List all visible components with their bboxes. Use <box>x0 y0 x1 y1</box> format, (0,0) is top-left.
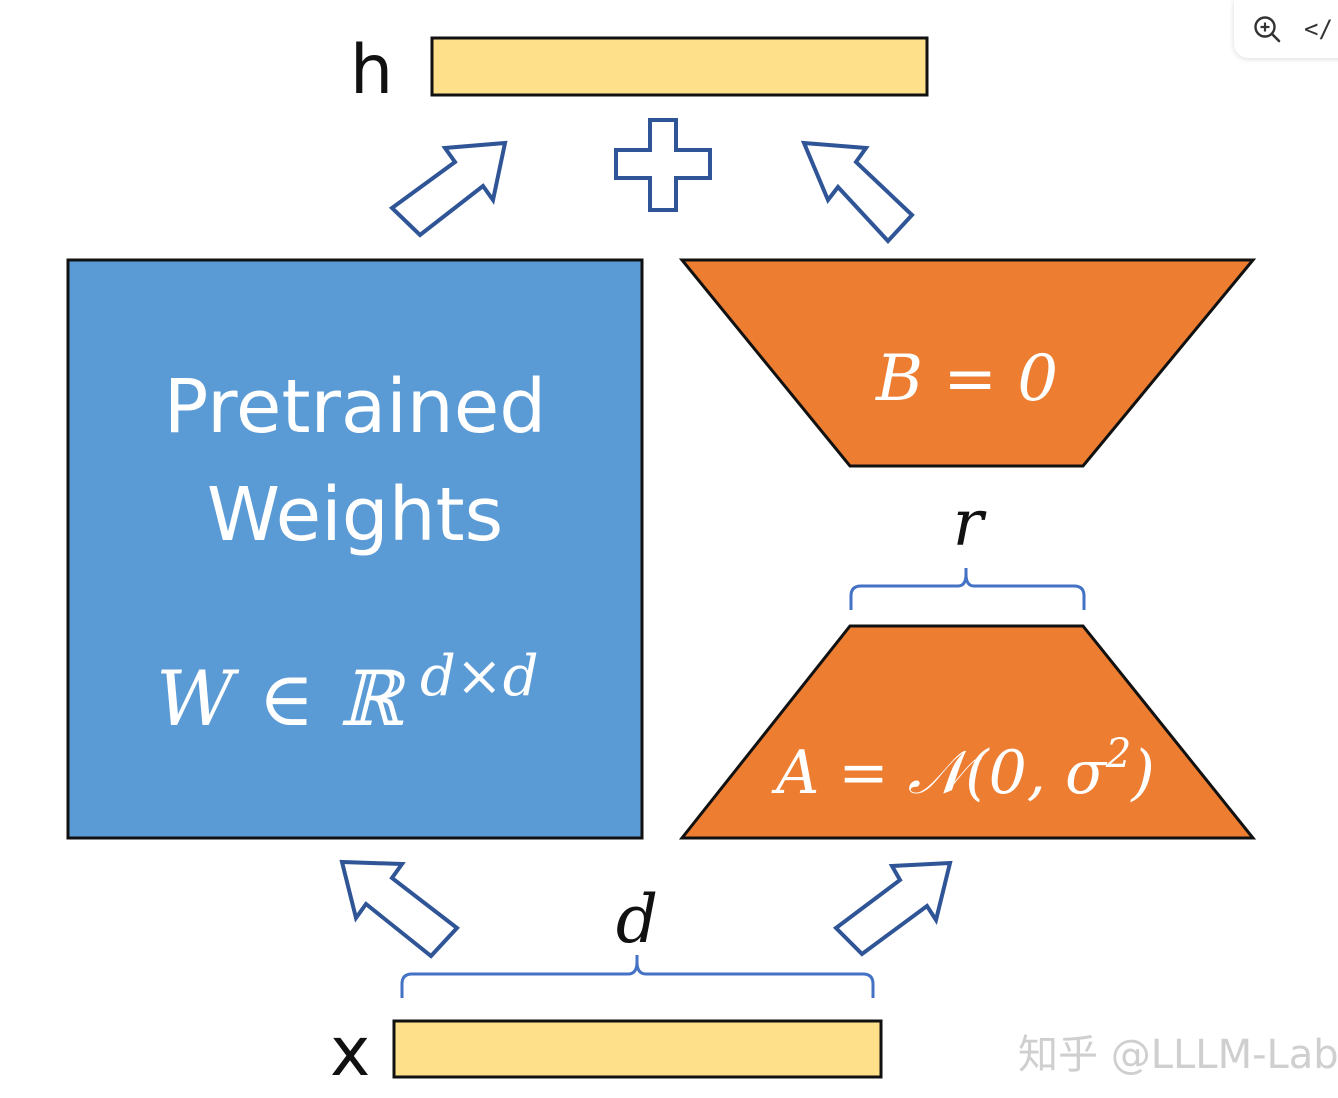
dimension-d-label: d <box>616 881 658 958</box>
matrix-b-block <box>678 258 1257 468</box>
matrix-a-label-close: ) <box>1129 738 1154 808</box>
pretrained-line1: Pretrained <box>164 364 546 450</box>
arrow-up-right-icon <box>388 140 508 238</box>
pretrained-weights-block <box>66 258 644 840</box>
arrow-up-right-icon <box>832 860 953 957</box>
watermark-text: 知乎 @LLLM-Lab <box>1018 1032 1338 1078</box>
matrix-b-label: B = 0 <box>875 342 1058 416</box>
rank-r-label: r <box>953 487 987 561</box>
output-vector-bar <box>430 36 929 97</box>
matrix-a-label: A = 𝒩(0, σ2) <box>771 731 1155 808</box>
pretrained-formula: W ∈ ℝ <box>156 654 407 743</box>
input-vector-bar <box>392 1019 883 1079</box>
image-toolbar: </ <box>1234 0 1338 58</box>
arrow-up-left-icon <box>339 859 460 959</box>
arrow-up-left-icon <box>800 140 915 244</box>
zoom-in-icon <box>1254 16 1281 43</box>
zoom-in-button[interactable] <box>1252 14 1282 44</box>
pretrained-formula-superscript: d×d <box>420 644 539 709</box>
code-icon: </ <box>1304 15 1333 43</box>
pretrained-line2: Weights <box>207 472 503 558</box>
input-label: x <box>330 1013 370 1092</box>
matrix-a-label-main: A = 𝒩(0, σ <box>771 738 1108 808</box>
rank-brace <box>849 568 1086 610</box>
matrix-a-block <box>678 624 1257 840</box>
code-button[interactable]: </ <box>1304 15 1333 43</box>
dimension-brace <box>400 955 875 998</box>
plus-icon <box>614 118 712 212</box>
output-label: h <box>350 31 393 110</box>
matrix-a-label-superscript: 2 <box>1105 731 1131 777</box>
